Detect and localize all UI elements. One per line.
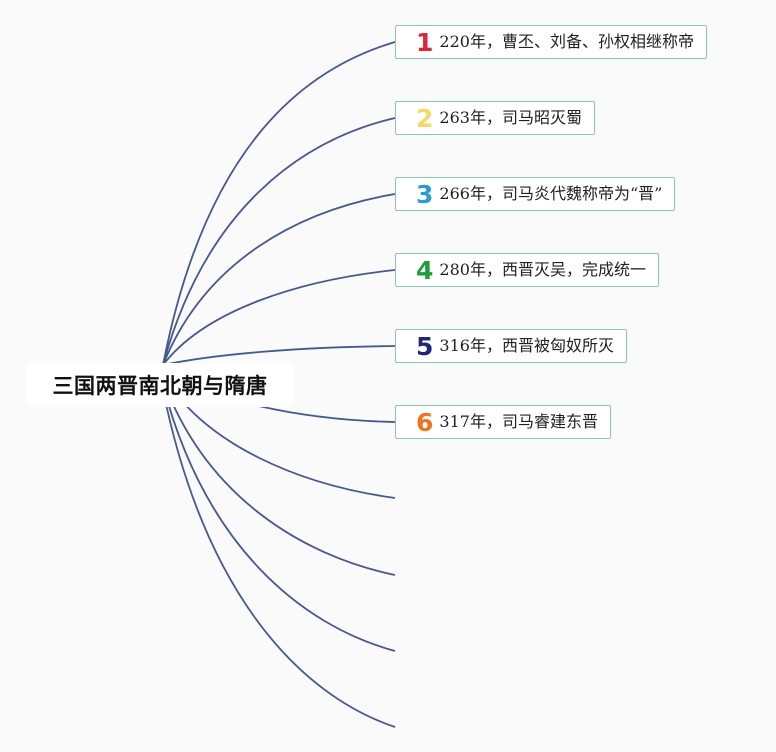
connector-line-9 (162, 384, 396, 652)
number-5-icon: 5 (416, 331, 434, 361)
topic-node-text: 263年，司马昭灭蜀 (439, 108, 582, 127)
topic-node-5[interactable]: 5 316年，西晋被匈奴所灭 (395, 329, 627, 363)
root-topic-label: 三国两晋南北朝与隋唐 (52, 374, 268, 398)
number-1-icon: 1 (416, 27, 434, 57)
topic-node-text: 280年，西晋灭吴，完成统一 (439, 260, 646, 279)
topic-node-text: 316年，西晋被匈奴所灭 (439, 336, 614, 355)
number-2-icon: 2 (416, 103, 434, 133)
topic-node-3[interactable]: 3 266年，司马炎代魏称帝为“晋” (395, 177, 676, 211)
connector-line-8 (162, 379, 396, 576)
topic-node-4[interactable]: 4 280年，西晋灭吴，完成统一 (395, 253, 659, 287)
connector-line-1 (162, 41, 396, 366)
number-6-icon: 6 (416, 407, 434, 437)
number-3-icon: 3 (416, 179, 434, 209)
topic-node-text: 220年，曹丕、刘备、孙权相继称帝 (439, 32, 694, 51)
topic-node-text: 266年，司马炎代魏称帝为“晋” (439, 184, 663, 203)
connector-line-2 (162, 117, 396, 366)
connector-line-4 (162, 269, 396, 366)
connector-line-10 (162, 389, 396, 728)
topic-node-6[interactable]: 6 317年，司马睿建东晋 (395, 405, 611, 439)
connector-line-3 (162, 193, 396, 366)
topic-node-1[interactable]: 1 220年，曹丕、刘备、孙权相继称帝 (395, 25, 707, 59)
root-topic[interactable]: 三国两晋南北朝与隋唐 (26, 363, 294, 407)
topic-node-text: 317年，司马睿建东晋 (439, 412, 598, 431)
topic-node-2[interactable]: 2 263年，司马昭灭蜀 (395, 101, 595, 135)
connector-line-5 (162, 345, 396, 366)
number-4-icon: 4 (416, 255, 434, 285)
